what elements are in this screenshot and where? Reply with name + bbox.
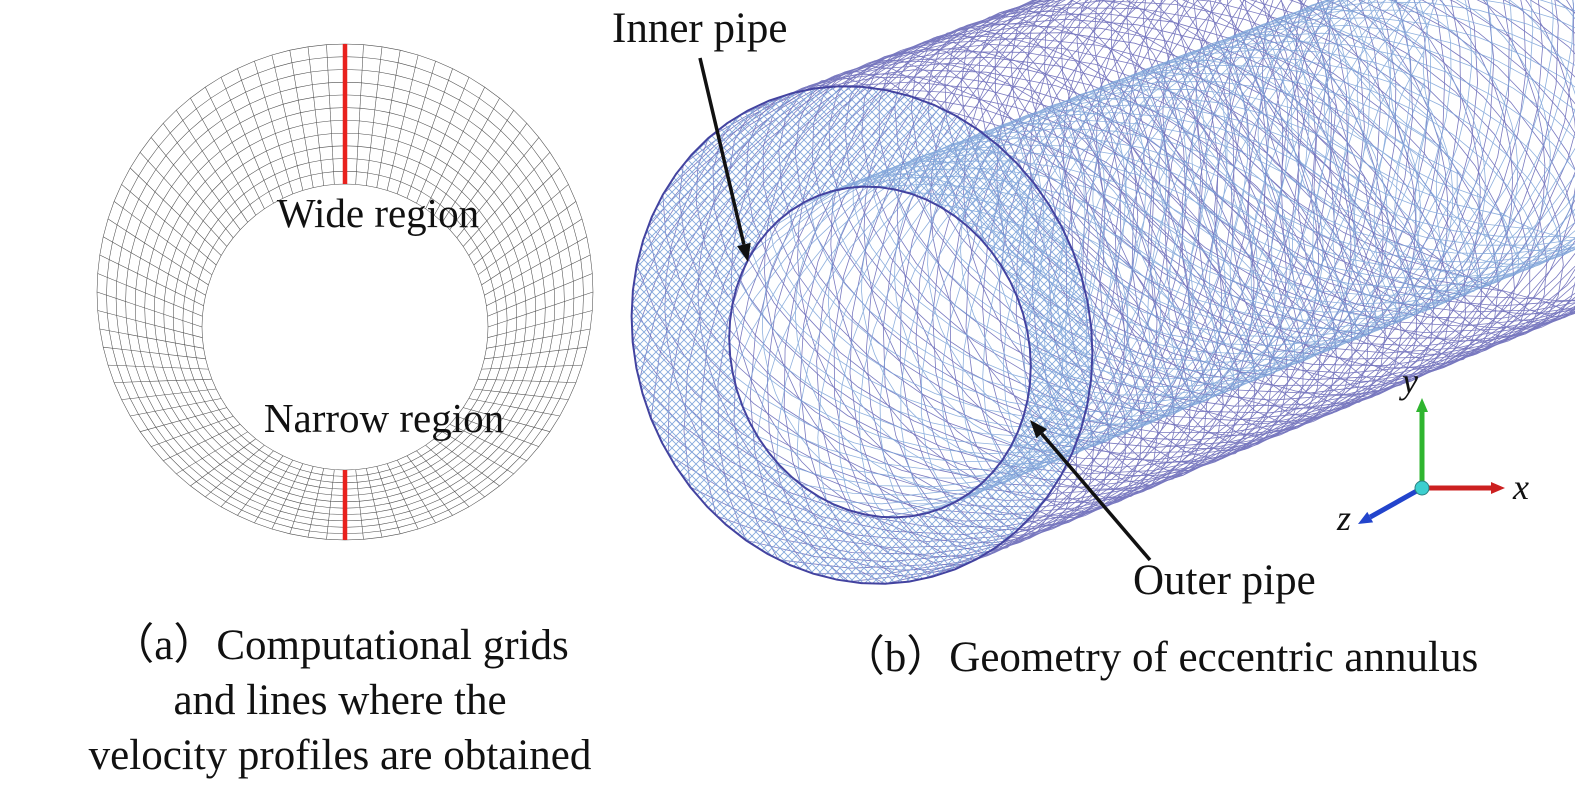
caption-a-line1: （a）Computational grids — [111, 622, 569, 669]
narrow-region-label: Narrow region — [263, 395, 505, 441]
caption-a: （a）Computational grids and lines where t… — [10, 618, 670, 783]
caption-b: （b）Geometry of eccentric annulus — [841, 634, 1479, 681]
outer-pipe-label: Outer pipe — [1133, 557, 1316, 604]
x-axis-label: x — [1513, 467, 1529, 507]
computational-grid-mesh — [96, 43, 594, 541]
inner-pipe-label: Inner pipe — [612, 5, 788, 52]
z-axis-label: z — [1336, 498, 1352, 538]
caption-a-line3: velocity profiles are obtained — [88, 732, 592, 779]
eccentric-annulus-geometry — [630, 0, 1575, 585]
wide-region-label: Wide region — [276, 190, 480, 236]
axis-origin-marker — [1414, 480, 1430, 496]
y-axis-label: y — [1402, 361, 1418, 401]
caption-a-line2: and lines where the — [173, 677, 507, 724]
